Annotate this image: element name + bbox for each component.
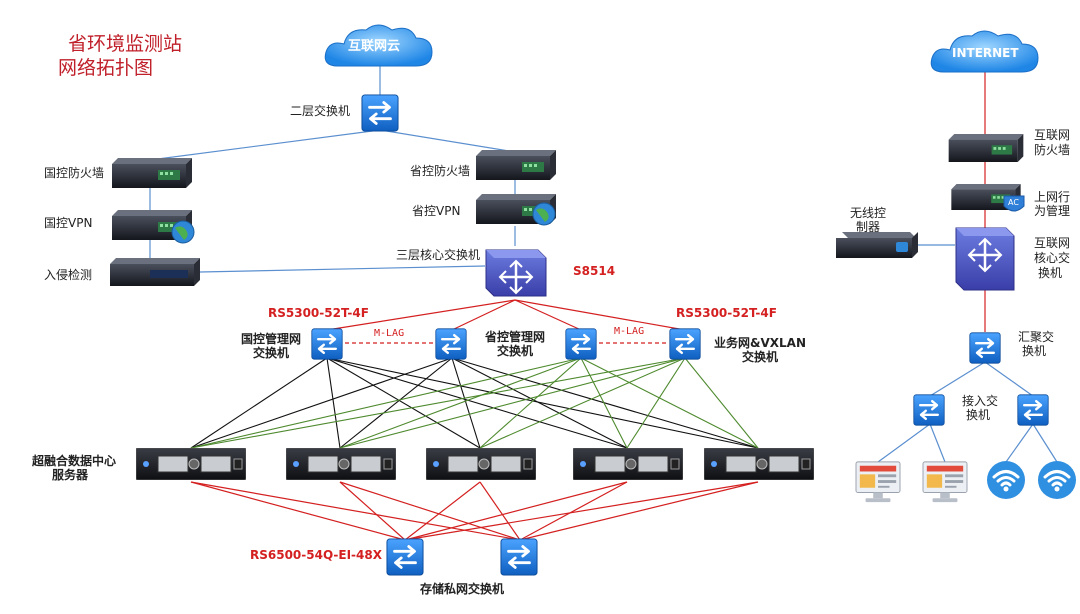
left-uplinks: [149, 62, 516, 273]
inet-firewall-icon: [948, 134, 1024, 162]
monitor-icon: [855, 461, 901, 503]
right-links: [877, 70, 1058, 463]
core-switch-label: 三层核心交换机: [396, 248, 481, 262]
ac-shield-icon: [1003, 195, 1025, 212]
inet-fw-label-2: 防火墙: [1034, 143, 1071, 157]
core-links: [326, 299, 686, 331]
server-icon: [573, 448, 683, 480]
natl-firewall-label: 国控防火墙: [44, 166, 105, 180]
prov-vpn-label: 省控VPN: [412, 204, 461, 218]
agg-label-1: 汇聚交: [1018, 330, 1055, 344]
behavior-label-2: 为管理: [1034, 204, 1071, 218]
server-icon: [136, 448, 246, 480]
storage-switch-label: 存储私网交换机: [420, 582, 505, 596]
access-label-1: 接入交: [962, 394, 999, 408]
server-label-1: 超融合数据中心: [32, 454, 117, 468]
server-icon: [426, 448, 536, 480]
storage-model-label: RS6500-54Q-EI-48X: [250, 548, 382, 562]
model-left-label: RS5300-52T-4F: [268, 306, 369, 320]
storage-links: [190, 481, 759, 541]
biz-switch-icon-2: [668, 328, 702, 360]
model-right-label: RS5300-52T-4F: [676, 306, 777, 320]
prov-firewall-icon: [476, 150, 556, 180]
natl-firewall-icon: [112, 158, 192, 188]
natl-mgmt-label-1: 国控管理网: [240, 332, 301, 346]
access-label-2: 换机: [966, 408, 991, 422]
mgmt-server-links: [190, 357, 759, 449]
wifi-icon: [1037, 460, 1077, 500]
biz-label-2: 交换机: [741, 350, 778, 364]
server-icon: [286, 448, 396, 480]
l2-switch-icon: [360, 94, 400, 132]
access-switch-icon-1: [912, 394, 946, 426]
title-line1: 省环境监测站: [68, 33, 183, 55]
mlag-label-2: M-LAG: [614, 326, 645, 337]
natl-vpn-label: 国控VPN: [44, 216, 93, 230]
biz-label-1: 业务网&VXLAN: [714, 336, 806, 350]
access-switch-icon-2: [1016, 394, 1050, 426]
prov-mgmt-label-2: 交换机: [496, 344, 533, 358]
prov-mgmt-switch-icon: [434, 328, 468, 360]
storage-switch-icon-1: [385, 538, 425, 576]
monitor-icon: [922, 461, 968, 503]
wifi-icon: [986, 460, 1026, 500]
server-label-2: 服务器: [52, 468, 89, 482]
l2-switch-label: 二层交换机: [290, 104, 351, 118]
behavior-label-1: 上网行: [1034, 190, 1071, 204]
inet-core-switch-icon: [955, 227, 1015, 291]
title-line2: 网络拓扑图: [58, 57, 154, 79]
natl-mgmt-switch-icon: [310, 328, 344, 360]
inet-core-label-2: 核心交: [1034, 251, 1071, 265]
inet-core-label-1: 互联网: [1034, 236, 1071, 250]
core-model-label: S8514: [573, 264, 616, 278]
wlc-icon: [836, 232, 918, 258]
cloud-label: 互联网云: [348, 39, 401, 54]
ids-icon: [110, 258, 200, 286]
inet-core-label-3: 换机: [1038, 266, 1063, 280]
prov-firewall-label: 省控防火墙: [410, 164, 471, 178]
biz-switch-icon-1: [564, 328, 598, 360]
biz-server-links: [190, 357, 759, 449]
agg-switch-icon: [968, 332, 1002, 364]
inet-fw-label-1: 互联网: [1034, 128, 1071, 142]
storage-switch-icon-2: [499, 538, 539, 576]
ac-badge-label: AC: [1008, 198, 1019, 207]
wlc-label-2: 制器: [856, 220, 881, 234]
internet-cloud-icon: [930, 30, 1039, 73]
server-icon: [704, 448, 814, 480]
mlag-label-1: M-LAG: [374, 328, 405, 339]
agg-label-2: 换机: [1022, 344, 1047, 358]
core-switch-icon: [485, 249, 547, 297]
prov-mgmt-label-1: 省控管理网: [484, 330, 545, 344]
ids-label: 入侵检测: [44, 268, 93, 282]
cloud-icon: [324, 24, 433, 67]
internet-cloud-label: INTERNET: [952, 46, 1019, 60]
wlc-label-1: 无线控: [850, 206, 887, 220]
natl-mgmt-label-2: 交换机: [252, 346, 289, 360]
